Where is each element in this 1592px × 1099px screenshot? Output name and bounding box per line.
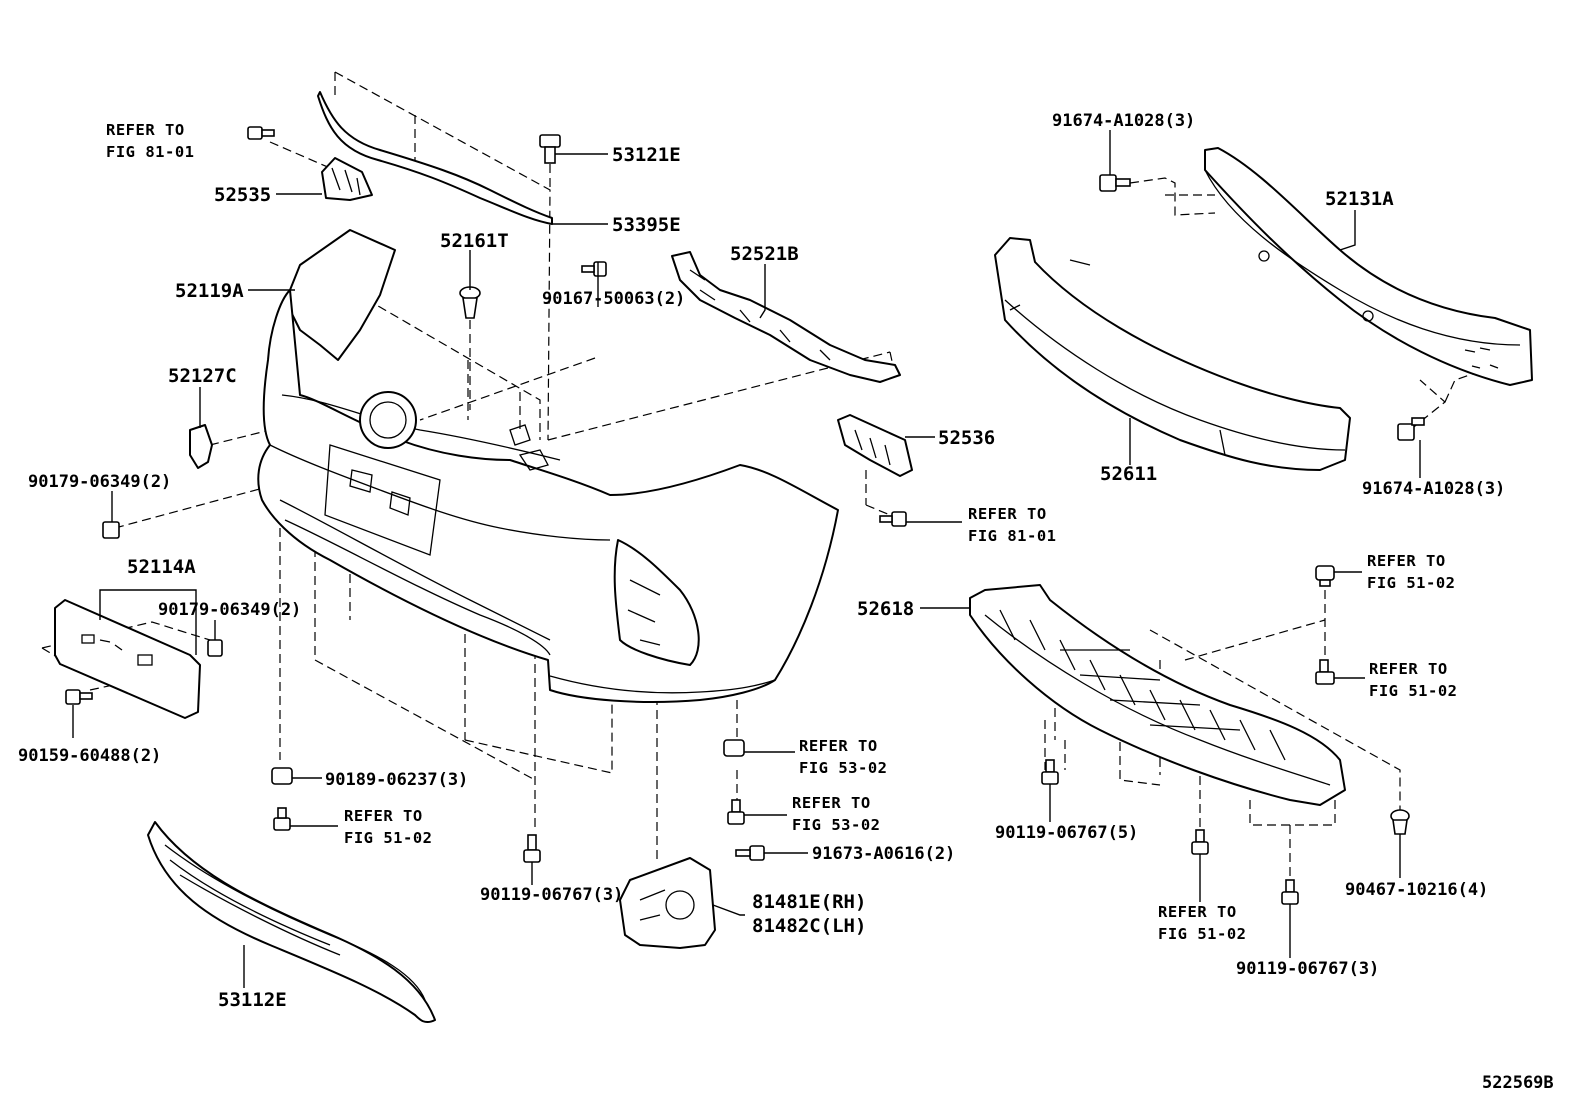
- screw-90119-3-icon: [1281, 879, 1299, 905]
- label-52618: 52618: [857, 598, 914, 620]
- bolt-91674-bottom-icon: [1397, 417, 1425, 441]
- label-90179-right: 90179-06349(2): [158, 600, 301, 620]
- bolt-91674-top-icon: [1099, 174, 1131, 192]
- clip-90179-left-icon: [102, 521, 120, 539]
- refer-52535-line2[interactable]: FIG 81-01: [106, 143, 195, 161]
- label-81481E: 81481E(RH): [752, 891, 866, 913]
- label-52119A: 52119A: [175, 280, 244, 302]
- labels: REFER TO FIG 81-01 52535 53121E 53395E 5…: [18, 111, 1554, 1093]
- screw-center-icon: [523, 834, 541, 863]
- refer-52535-line1[interactable]: REFER TO: [106, 121, 185, 139]
- label-90119-5: 90119-06767(5): [995, 823, 1138, 843]
- bolt-90167-icon: [581, 261, 607, 277]
- refer-5102-r2-line2[interactable]: FIG 51-02: [1369, 682, 1458, 700]
- label-52536: 52536: [938, 427, 995, 449]
- label-90179-left: 90179-06349(2): [28, 472, 171, 492]
- bracket-52536: [837, 414, 913, 477]
- bolt-52536-icon: [879, 511, 907, 527]
- screw-51-02-bottom-icon: [1191, 829, 1209, 855]
- refer-8101-right-line1[interactable]: REFER TO: [968, 505, 1047, 523]
- bolt-91673-icon: [735, 845, 765, 861]
- clip-90467-icon: [1390, 809, 1410, 835]
- refer-5102-r2-line1[interactable]: REFER TO: [1369, 660, 1448, 678]
- refer-5102-r1-line2[interactable]: FIG 51-02: [1367, 574, 1456, 592]
- refer-5302-b-line2[interactable]: FIG 53-02: [792, 816, 881, 834]
- label-90119-center: 90119-06767(3): [480, 885, 623, 905]
- absorber-52611: [994, 237, 1351, 471]
- screw-left-icon: [273, 807, 291, 831]
- leader-lines: [72, 130, 1421, 988]
- label-90119-3-right: 90119-06767(3): [1236, 959, 1379, 979]
- clip-53-02-icon: [723, 739, 745, 757]
- part-52127C: [189, 424, 213, 469]
- refer-5302-a-line2[interactable]: FIG 53-02: [799, 759, 888, 777]
- clip-90179-right-icon: [207, 639, 223, 657]
- refer-5102-r1-line1[interactable]: REFER TO: [1367, 552, 1446, 570]
- label-91674-bottom: 91674-A1028(3): [1362, 479, 1505, 499]
- label-90159-60488: 90159-60488(2): [18, 746, 161, 766]
- clip-52161T-icon: [459, 286, 481, 319]
- label-52611: 52611: [1100, 463, 1157, 485]
- nut-90189-icon: [271, 767, 293, 785]
- label-53112E: 53112E: [218, 989, 287, 1011]
- screw-51-02-mid-icon: [1315, 659, 1335, 685]
- label-90167-50063: 90167-50063(2): [542, 289, 685, 309]
- bumper-cover-52119A: [257, 229, 839, 703]
- screw-53-02-icon: [727, 799, 745, 825]
- label-91673-A0616: 91673-A0616(2): [812, 844, 955, 864]
- diagram-id: 522569B: [1482, 1073, 1554, 1093]
- label-81482C: 81482C(LH): [752, 915, 866, 937]
- refer-5102-left-line1[interactable]: REFER TO: [344, 807, 423, 825]
- under-cover-52618: [969, 584, 1346, 806]
- bracket-52521B: [671, 251, 901, 383]
- refer-5302-a-line1[interactable]: REFER TO: [799, 737, 878, 755]
- refer-5102-left-line2[interactable]: FIG 51-02: [344, 829, 433, 847]
- label-52127C: 52127C: [168, 365, 237, 387]
- label-53121E: 53121E: [612, 144, 681, 166]
- screw-90119-5-icon: [1041, 759, 1059, 785]
- label-90189-06237: 90189-06237(3): [325, 770, 468, 790]
- label-52521B: 52521B: [730, 243, 799, 265]
- bolt-icon: [247, 126, 275, 140]
- refer-5102-r3-line1[interactable]: REFER TO: [1158, 903, 1237, 921]
- grille-53112E: [147, 821, 436, 1024]
- label-52131A: 52131A: [1325, 188, 1394, 210]
- license-bracket-52114A: [54, 599, 201, 719]
- screw-51-02-top-icon: [1315, 565, 1335, 587]
- refer-8101-right-line2[interactable]: FIG 81-01: [968, 527, 1057, 545]
- bolt-53121E-icon: [539, 134, 561, 164]
- label-52114A: 52114A: [127, 556, 196, 578]
- strip-53395E: [317, 91, 553, 225]
- bracket-52535: [321, 157, 373, 201]
- label-52161T: 52161T: [440, 230, 509, 252]
- reinforcement-52131A: [1204, 147, 1533, 386]
- bolt-90159-icon: [65, 689, 93, 705]
- refer-5102-r3-line2[interactable]: FIG 51-02: [1158, 925, 1247, 943]
- label-53395E: 53395E: [612, 214, 681, 236]
- label-91674-top: 91674-A1028(3): [1052, 111, 1195, 131]
- refer-5302-b-line1[interactable]: REFER TO: [792, 794, 871, 812]
- fog-bracket-81481E: [619, 857, 716, 949]
- label-52535: 52535: [214, 184, 271, 206]
- label-90467-10216: 90467-10216(4): [1345, 880, 1488, 900]
